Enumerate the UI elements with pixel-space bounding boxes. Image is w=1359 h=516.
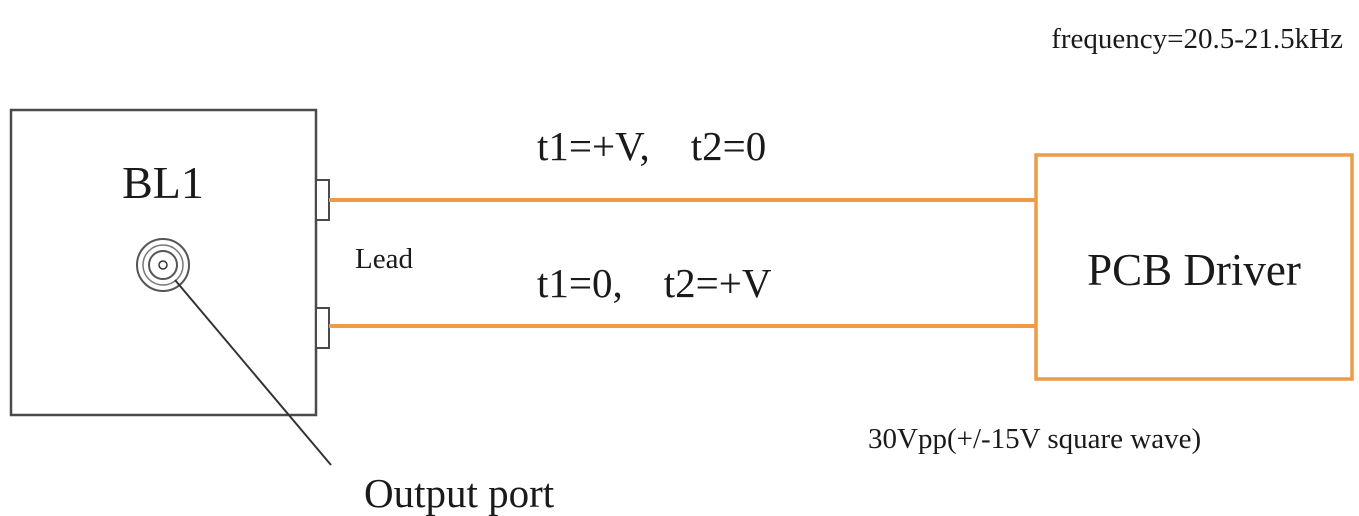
- voltage-note: 30Vpp(+/-15V square wave): [868, 423, 1201, 455]
- bl1-label: BL1: [122, 157, 204, 208]
- bl1-box: [9, 108, 318, 417]
- lead-label: Lead: [355, 243, 413, 275]
- pcb-driver-box: [1034, 153, 1354, 381]
- terminal-top: [315, 179, 330, 221]
- output-port-pointer: [174, 279, 332, 466]
- frequency-label: frequency=20.5-21.5kHz: [1051, 23, 1343, 55]
- terminal-bottom: [315, 307, 330, 349]
- pcb-driver-label: PCB Driver: [1087, 245, 1301, 295]
- output-port-connector: [136, 238, 190, 292]
- output-port-label: Output port: [364, 470, 555, 516]
- wire-bottom-state-label: t1=0, t2=+V: [537, 260, 772, 306]
- wire-top-state-label: t1=+V, t2=0: [537, 123, 766, 169]
